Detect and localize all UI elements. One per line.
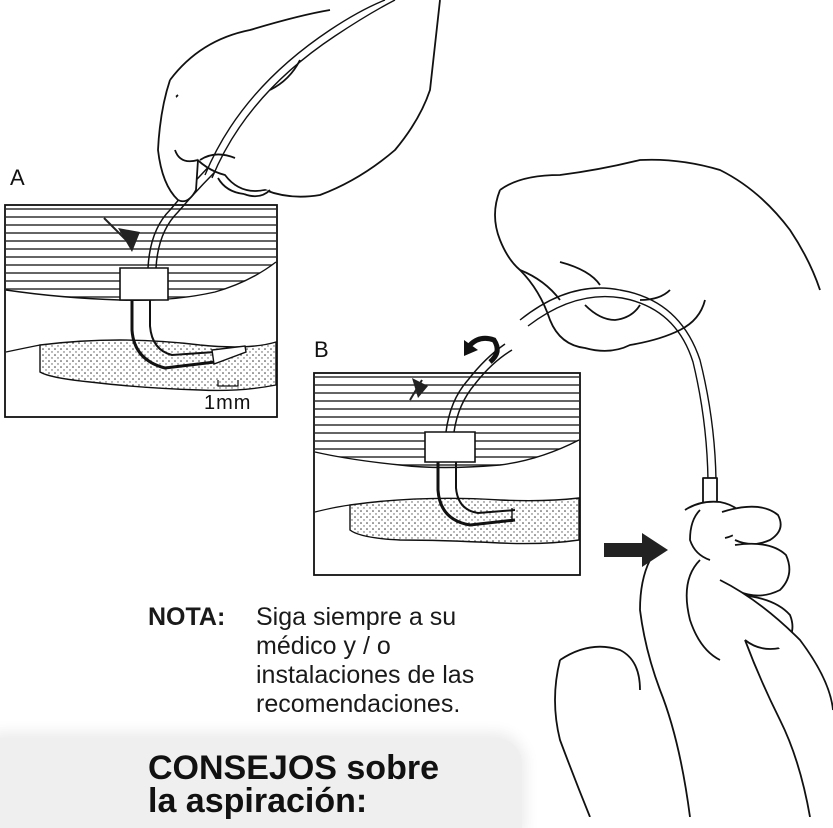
tips-title: CONSEJOS sobre la aspiración:: [148, 752, 439, 818]
panel-a-label: A: [10, 165, 25, 191]
note-label: NOTA:: [148, 603, 225, 632]
panel-b-diagram: [314, 344, 580, 575]
hand-drawing-lower-left: [555, 647, 640, 817]
hand-drawing-top: [158, 0, 440, 201]
note-text: Siga siempre a su médico y / o instalaci…: [256, 603, 516, 719]
tips-box: CONSEJOS sobre la aspiración:: [0, 738, 522, 828]
hand-drawing-bottom: [640, 502, 833, 817]
push-arrow-icon: [604, 533, 668, 567]
panel-b-label: B: [314, 337, 329, 363]
rotation-arrow-icon: [464, 338, 497, 362]
tips-title-line2: la aspiración:: [148, 782, 367, 820]
scale-label: 1mm: [204, 392, 251, 415]
